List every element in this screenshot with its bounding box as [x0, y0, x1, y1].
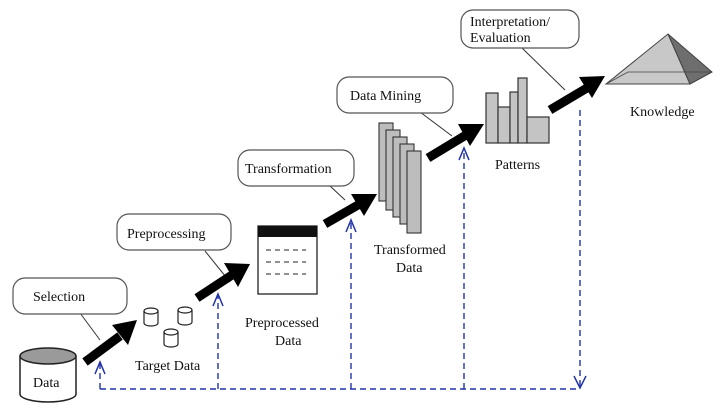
selection-leader — [79, 312, 101, 341]
target-data-icon — [143, 306, 193, 348]
transformed-data-icon — [378, 122, 422, 234]
feedback-head-bottom — [573, 375, 587, 390]
data-mining-label: Data Mining — [350, 89, 421, 104]
feedback-arrowheads — [94, 146, 587, 390]
transformed-label-2: Data — [396, 261, 423, 276]
preprocessed-label-2: Data — [275, 334, 302, 349]
interpretation-label-2: Evaluation — [470, 31, 531, 46]
panel-5 — [406, 150, 422, 234]
step-selection: Selection — [12, 277, 128, 341]
arrow-patterns-to-knowledge — [547, 76, 605, 114]
transformation-label: Transformation — [245, 162, 332, 177]
preprocessing-label: Preprocessing — [127, 227, 206, 242]
interpretation-box — [460, 9, 580, 49]
preprocessing-box — [116, 213, 232, 251]
knowledge-label: Knowledge — [630, 105, 695, 120]
feedback-head-transformed — [458, 146, 470, 161]
arrow-target-to-preprocessed — [194, 263, 250, 302]
arrow-transformed-to-patterns — [425, 124, 484, 162]
arrow-preprocessed-to-transformed — [322, 194, 377, 228]
feedback-head-preprocessed — [345, 218, 357, 233]
arrow-data-to-target — [82, 320, 137, 366]
preprocessed-label-1: Preprocessed — [245, 316, 319, 331]
process-arrows — [82, 76, 605, 366]
patterns-icon — [485, 77, 550, 144]
knowledge-pyramid-icon — [604, 33, 713, 85]
transformation-leader — [329, 185, 346, 201]
feedback-head-data — [94, 360, 106, 375]
small-cylinder-2 — [177, 306, 193, 326]
patterns-label: Patterns — [495, 158, 540, 173]
interpretation-label-1: Interpretation/ — [470, 15, 550, 30]
step-interpretation: Interpretation/ Evaluation — [460, 9, 580, 91]
selection-box — [12, 277, 128, 315]
transformed-label-1: Transformed — [374, 243, 446, 258]
data-mining-box — [336, 76, 454, 114]
step-data-mining: Data Mining — [336, 76, 454, 137]
step-transformation: Transformation — [237, 149, 355, 201]
small-cylinder-3 — [163, 328, 179, 348]
transformation-box — [237, 149, 355, 187]
data-cylinder-icon: Data — [19, 347, 77, 403]
interpretation-leader — [519, 45, 566, 91]
selection-label: Selection — [33, 290, 85, 305]
preprocessed-data-icon — [257, 225, 318, 295]
feedback-head-target — [212, 292, 224, 307]
data-label: Data — [33, 376, 60, 391]
data-mining-leader — [419, 111, 453, 137]
step-preprocessing: Preprocessing — [116, 213, 232, 283]
target-data-label: Target Data — [135, 359, 201, 374]
small-cylinder-1 — [143, 307, 159, 327]
feedback-loop — [99, 110, 581, 390]
